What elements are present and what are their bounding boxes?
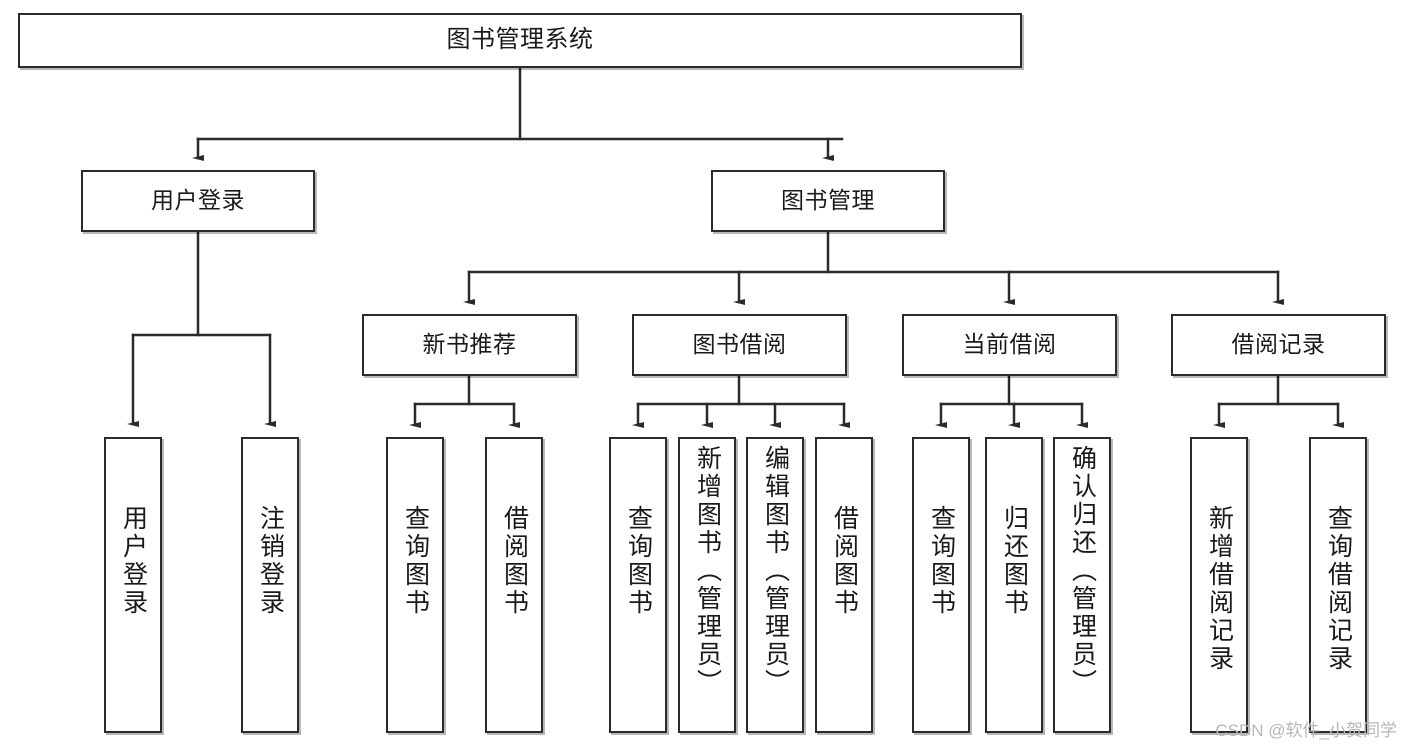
node-label: 当前借阅 bbox=[962, 331, 1057, 358]
node-leaf-confirm-return-admin[interactable]: 确认归还（管理员） bbox=[1053, 437, 1111, 733]
node-label: 查询图书 bbox=[927, 505, 956, 617]
node-label: 查询借阅记录 bbox=[1324, 505, 1353, 673]
node-leaf-borrow-book-recommend[interactable]: 借阅图书 bbox=[485, 437, 543, 733]
node-user-login[interactable]: 用户登录 bbox=[81, 170, 315, 232]
node-leaf-borrow-book[interactable]: 借阅图书 bbox=[815, 437, 873, 733]
node-new-book-recommend[interactable]: 新书推荐 bbox=[362, 314, 577, 376]
node-label: 新增借阅记录 bbox=[1205, 505, 1234, 673]
node-label: 借阅图书 bbox=[500, 505, 529, 617]
node-label: 图书借阅 bbox=[692, 331, 787, 358]
node-current-borrow[interactable]: 当前借阅 bbox=[902, 314, 1117, 376]
node-root-system[interactable]: 图书管理系统 bbox=[18, 13, 1022, 68]
node-book-manage[interactable]: 图书管理 bbox=[711, 170, 945, 232]
node-label: 查询图书 bbox=[401, 505, 430, 617]
node-leaf-user-logout[interactable]: 注销登录 bbox=[241, 437, 299, 733]
node-leaf-query-book-current[interactable]: 查询图书 bbox=[912, 437, 970, 733]
node-leaf-edit-book-admin[interactable]: 编辑图书（管理员） bbox=[746, 437, 804, 733]
node-label: 图书管理 bbox=[781, 187, 875, 214]
node-label: 用户登录 bbox=[151, 187, 245, 214]
node-label: 用户登录 bbox=[119, 505, 148, 617]
node-leaf-query-book-recommend[interactable]: 查询图书 bbox=[386, 437, 444, 733]
node-leaf-add-book-admin[interactable]: 新增图书（管理员） bbox=[678, 437, 736, 733]
node-label: 借阅图书 bbox=[830, 505, 859, 617]
node-leaf-query-book-borrow[interactable]: 查询图书 bbox=[609, 437, 667, 733]
node-label: 查询图书 bbox=[624, 505, 653, 617]
node-label: 图书管理系统 bbox=[446, 26, 594, 54]
node-label: 注销登录 bbox=[256, 505, 285, 617]
node-label: 新增图书（管理员） bbox=[693, 445, 722, 697]
node-label: 新书推荐 bbox=[422, 331, 517, 358]
node-leaf-user-login[interactable]: 用户登录 bbox=[104, 437, 162, 733]
watermark-text: CSDN @软件_小贺同学 bbox=[1215, 721, 1397, 740]
node-label: 确认归还（管理员） bbox=[1068, 445, 1097, 697]
node-label: 归还图书 bbox=[1000, 505, 1029, 617]
node-leaf-return-book[interactable]: 归还图书 bbox=[985, 437, 1043, 733]
node-leaf-query-borrow-record[interactable]: 查询借阅记录 bbox=[1309, 437, 1367, 733]
node-book-borrow[interactable]: 图书借阅 bbox=[632, 314, 847, 376]
node-label: 编辑图书（管理员） bbox=[761, 445, 790, 697]
node-borrow-record[interactable]: 借阅记录 bbox=[1171, 314, 1386, 376]
node-label: 借阅记录 bbox=[1231, 331, 1326, 358]
node-leaf-add-borrow-record[interactable]: 新增借阅记录 bbox=[1190, 437, 1248, 733]
